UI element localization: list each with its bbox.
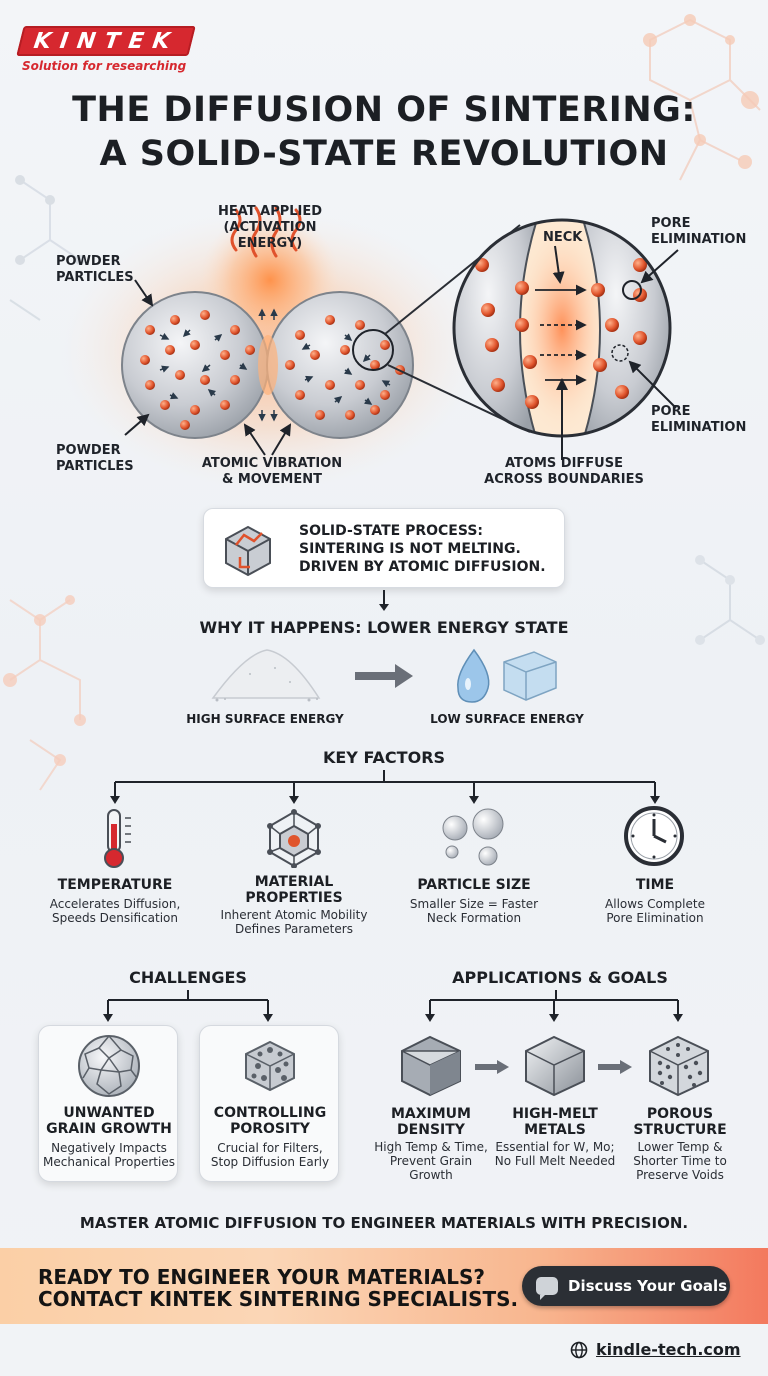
dense-cube-icon xyxy=(401,1035,461,1097)
challenges-heading: CHALLENGES xyxy=(129,968,247,987)
website-link[interactable]: kindle-tech.com xyxy=(570,1340,741,1359)
solid-state-box: SOLID-STATE PROCESS: SINTERING IS NOT ME… xyxy=(203,508,565,588)
pore-elimination-label-top: PORE ELIMINATION xyxy=(651,216,747,247)
neck-label: NECK xyxy=(543,230,583,245)
atoms-diffuse-label: ATOMS DIFFUSE ACROSS BOUNDARIES xyxy=(484,456,644,487)
factor-temperature: TEMPERATURE Accelerates Diffusion, Speed… xyxy=(49,877,181,925)
arrow-right-icon xyxy=(598,1060,632,1074)
app-high-melt-metals: HIGH-MELT METALS Essential for W, Mo; No… xyxy=(494,1106,616,1168)
thermometer-icon xyxy=(104,809,131,868)
grain-growth-text: UNWANTED GRAIN GROWTH Negatively Impacts… xyxy=(43,1105,175,1169)
spheres-icon xyxy=(442,808,504,866)
challenges-connector xyxy=(103,990,273,1022)
sintering-diagram xyxy=(60,206,679,490)
cube-diffusion-icon xyxy=(225,525,271,577)
porous-block-icon xyxy=(245,1040,295,1092)
crystal-lattice-icon xyxy=(267,809,321,868)
cta-banner: READY TO ENGINEER YOUR MATERIALS? CONTAC… xyxy=(0,1248,768,1324)
arrow-right-icon xyxy=(475,1060,509,1074)
logo-tagline: Solution for researching xyxy=(22,59,187,73)
challenge-card-porosity: CONTROLLING POROSITY Crucial for Filters… xyxy=(199,1025,339,1182)
why-heading: WHY IT HAPPENS: LOWER ENERGY STATE xyxy=(199,618,569,637)
arrow-right-icon xyxy=(355,664,413,688)
applications-heading: APPLICATIONS & GOALS xyxy=(452,968,668,987)
app-maximum-density: MAXIMUM DENSITY High Temp & Time, Preven… xyxy=(374,1106,488,1182)
kintek-logo[interactable]: KINTEK Solution for researching xyxy=(16,26,200,73)
clock-icon xyxy=(624,806,684,866)
globe-icon xyxy=(570,1341,588,1358)
down-arrow xyxy=(379,590,389,611)
low-surface-energy-label: LOW SURFACE ENERGY xyxy=(430,712,584,726)
droplet-cube-icon xyxy=(457,648,557,703)
page-title: THE DIFFUSION OF SINTERING: A SOLID-STAT… xyxy=(72,90,696,174)
heat-label: HEAT APPLIED (ACTIVATION ENERGY) xyxy=(217,204,323,251)
factor-material-properties: MATERIAL PROPERTIES Inherent Atomic Mobi… xyxy=(220,874,368,936)
solid-state-text: SOLID-STATE PROCESS: SINTERING IS NOT ME… xyxy=(299,523,546,575)
powder-particles-label-top: POWDER PARTICLES xyxy=(56,254,134,285)
key-factors-connector xyxy=(110,770,660,804)
factor-particle-size: PARTICLE SIZE Smaller Size = Faster Neck… xyxy=(409,877,539,925)
pore-elimination-label-bottom: PORE ELIMINATION xyxy=(651,404,747,435)
applications-connector xyxy=(425,990,683,1022)
grain-sphere-icon xyxy=(78,1034,140,1097)
key-factors-heading: KEY FACTORS xyxy=(322,748,446,767)
challenge-card-grain-growth: UNWANTED GRAIN GROWTH Negatively Impacts… xyxy=(38,1025,178,1182)
porous-cube-icon xyxy=(649,1035,709,1097)
atomic-vibration-label: ATOMIC VIBRATION & MOVEMENT xyxy=(201,456,343,487)
powder-pile-icon xyxy=(211,649,321,702)
app-porous-structure: POROUS STRUCTURE Lower Temp & Shorter Ti… xyxy=(633,1106,727,1182)
chat-bubble-icon xyxy=(536,1277,558,1300)
metal-cube-icon xyxy=(525,1035,585,1097)
discuss-goals-button[interactable]: Discuss Your Goals xyxy=(522,1266,730,1306)
factor-time: TIME Allows Complete Pore Elimination xyxy=(605,877,705,925)
powder-particles-label-bottom: POWDER PARTICLES xyxy=(56,443,134,474)
logo-mark: KINTEK xyxy=(16,26,196,56)
cta-text: READY TO ENGINEER YOUR MATERIALS? CONTAC… xyxy=(38,1265,519,1311)
porosity-text: CONTROLLING POROSITY Crucial for Filters… xyxy=(210,1105,330,1169)
master-statement: MASTER ATOMIC DIFFUSION TO ENGINEER MATE… xyxy=(79,1214,689,1232)
high-surface-energy-label: HIGH SURFACE ENERGY xyxy=(186,712,344,726)
